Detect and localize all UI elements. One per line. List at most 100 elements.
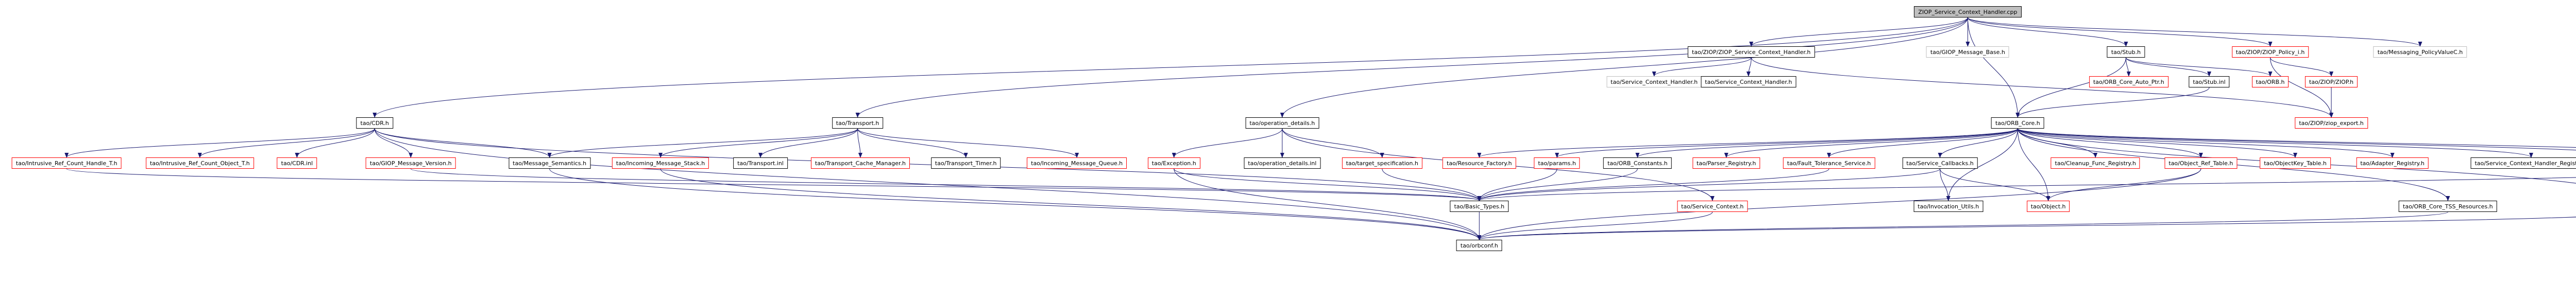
edge-scb-to-btypes xyxy=(1477,168,1941,201)
edge-fts-to-btypes xyxy=(1477,168,1829,201)
node-orbconf[interactable]: tao/orbconf.h xyxy=(1456,240,1502,251)
node-cdr[interactable]: tao/CDR.h xyxy=(356,117,393,129)
node-cdrinl[interactable]: tao/CDR.inl xyxy=(277,157,317,169)
edge-orbcore-to-scb xyxy=(1938,128,2018,158)
node-root[interactable]: ZIOP_Service_Context_Handler.cpp xyxy=(1914,6,2022,17)
node-exc[interactable]: tao/Exception.h xyxy=(1147,157,1200,169)
edge-transport-to-tcm xyxy=(857,128,862,158)
node-scb[interactable]: tao/Service_Callbacks.h xyxy=(1902,157,1978,169)
node-imq[interactable]: tao/Incoming_Message_Queue.h xyxy=(1027,157,1127,169)
edge-root-to-orbcore xyxy=(1967,17,2020,118)
edge-orbcore-to-oconst xyxy=(1635,128,2018,158)
edge-transport-to-trinl xyxy=(758,128,858,158)
node-ocap[interactable]: tao/ORB_Core_Auto_Ptr.h xyxy=(2089,76,2168,87)
edge-colloc-to-orbconf xyxy=(1478,217,2576,240)
node-trinl[interactable]: tao/Transport.inl xyxy=(733,157,788,169)
edge-stubinl-to-orbcore xyxy=(2015,87,2210,118)
node-okt[interactable]: tao/ObjectKey_Table.h xyxy=(2260,157,2331,169)
node-cfr[interactable]: tao/Cleanup_Func_Registry.h xyxy=(2050,157,2140,169)
edge-exc-to-orbconf xyxy=(1174,168,1482,240)
node-irch[interactable]: tao/Intrusive_Ref_Count_Handle_T.h xyxy=(11,157,122,169)
edge-cdr-to-cdrinl xyxy=(295,128,375,158)
node-sctx[interactable]: tao/Service_Context.h xyxy=(1677,201,1748,212)
edge-orbcore-to-cfr xyxy=(2017,128,2098,158)
node-giopmv[interactable]: tao/GIOP_Message_Version.h xyxy=(365,157,456,169)
edge-orbcore-to-mprof xyxy=(2017,128,2576,148)
edge-orbcore-to-invu xyxy=(1946,128,2018,201)
edge-stub-to-ocap xyxy=(2125,57,2131,77)
edge-root-to-zsch xyxy=(1749,17,1968,47)
edge-mprof-to-btypes xyxy=(1477,177,2576,201)
edge-cdr-to-btypes xyxy=(374,128,1481,201)
node-sch_g[interactable]: tao/Service_Context_Handler.h xyxy=(1606,76,1702,87)
edge-orbcore-to-obj xyxy=(2017,128,2050,201)
node-ttimer[interactable]: tao/Transport_Timer.h xyxy=(930,157,1001,169)
node-params[interactable]: tao/params.h xyxy=(1534,157,1580,169)
edge-orbcore-to-areg xyxy=(2017,128,2395,158)
node-tspec[interactable]: tao/target_specification.h xyxy=(1342,157,1422,169)
edge-giopmv-to-btypes xyxy=(410,168,1481,201)
edge-cdr-to-irco xyxy=(197,128,375,158)
node-sch[interactable]: tao/Service_Context_Handler.h xyxy=(1701,76,1797,87)
node-stubinl[interactable]: tao/Stub.inl xyxy=(2189,76,2230,87)
node-fts[interactable]: tao/Fault_Tolerance_Service.h xyxy=(1783,157,1875,169)
edge-orbcore-to-ort xyxy=(2017,128,2203,158)
edge-transport-to-imq xyxy=(857,128,1079,158)
edge-zpol-to-ziop xyxy=(2270,57,2334,77)
node-oconst[interactable]: tao/ORB_Constants.h xyxy=(1603,157,1672,169)
edge-sctx-to-orbconf xyxy=(1477,211,1713,240)
edge-orbcore-to-preg xyxy=(1724,128,2018,158)
node-zpol[interactable]: tao/ZIOP/ZIOP_Policy_i.h xyxy=(2231,46,2309,58)
edge-stub-to-stubinl xyxy=(2125,57,2211,77)
node-zexp[interactable]: tao/ZIOP/ziop_export.h xyxy=(2295,117,2368,129)
node-btypes[interactable]: tao/Basic_Types.h xyxy=(1450,201,1509,212)
edge-orbcore-to-fts xyxy=(1827,128,2018,158)
node-opdet[interactable]: tao/operation_details.h xyxy=(1245,117,1319,129)
edge-opdet-to-exc xyxy=(1172,128,1283,158)
edge-orbcore-to-ocinl xyxy=(2017,128,2576,151)
edge-zsch-to-sch xyxy=(1746,57,1752,77)
edge-orbcore-to-params xyxy=(1555,128,2018,158)
node-areg[interactable]: tao/Adapter_Registry.h xyxy=(2356,157,2429,169)
node-stub[interactable]: tao/Stub.h xyxy=(2107,46,2145,58)
edge-oconst-to-btypes xyxy=(1477,168,1638,201)
node-orbcore[interactable]: tao/ORB_Core.h xyxy=(1991,117,2044,129)
edge-irch-to-btypes xyxy=(66,168,1481,201)
node-transport[interactable]: tao/Transport.h xyxy=(832,117,884,129)
node-tss[interactable]: tao/ORB_Core_TSS_Resources.h xyxy=(2399,201,2497,212)
node-irco[interactable]: tao/Intrusive_Ref_Count_Object_T.h xyxy=(145,157,254,169)
node-rfact[interactable]: tao/Resource_Factory.h xyxy=(1443,157,1516,169)
edge-transport-to-ims xyxy=(658,128,858,158)
node-ziop[interactable]: tao/ZIOP/ZIOP.h xyxy=(2305,76,2358,87)
edge-cdr-to-giopmv xyxy=(374,128,413,158)
node-preg[interactable]: tao/Parser_Registry.h xyxy=(1692,157,1760,169)
edge-scb-to-invu xyxy=(1940,168,1951,201)
edge-root-to-opdet xyxy=(1280,17,1968,118)
edge-tss-to-orbconf xyxy=(1477,211,2448,240)
node-mpv[interactable]: tao/Messaging_PolicyValueC.h xyxy=(2373,46,2467,58)
edge-exc-to-btypes xyxy=(1174,168,1482,201)
edge-root-to-mpv xyxy=(1967,17,2422,47)
node-invu[interactable]: tao/Invocation_Utils.h xyxy=(1913,201,1984,212)
edge-scb-to-obj xyxy=(1940,168,2050,201)
node-ort[interactable]: tao/Object_Ref_Table.h xyxy=(2164,157,2238,169)
node-ims[interactable]: tao/Incoming_Message_Stack.h xyxy=(612,157,709,169)
node-orb[interactable]: tao/ORB.h xyxy=(2251,76,2289,87)
node-tcm[interactable]: tao/Transport_Cache_Manager.h xyxy=(810,157,910,169)
node-zsch[interactable]: tao/ZIOP/ZIOP_Service_Context_Handler.h xyxy=(1688,46,1815,58)
edge-transport-to-msgsem xyxy=(547,128,858,158)
node-obj[interactable]: tao/Object.h xyxy=(2026,201,2070,212)
node-opdetinl[interactable]: tao/operation_details.inl xyxy=(1244,157,1321,169)
edge-cdr-to-msgsem xyxy=(374,128,552,158)
edge-root-to-cdr xyxy=(372,17,1968,118)
node-giopmb[interactable]: tao/GIOP_Message_Base.h xyxy=(1926,46,2009,58)
edge-stub-to-orb xyxy=(2125,57,2273,77)
node-msgsem[interactable]: tao/Message_Semantics.h xyxy=(509,157,591,169)
node-schreg[interactable]: tao/Service_Context_Handler_Registry.h xyxy=(2470,157,2576,169)
edge-params-to-btypes xyxy=(1477,168,1557,201)
edge-cdr-to-irch xyxy=(64,128,375,158)
edge-zsch-to-zexp xyxy=(1751,57,2333,118)
edge-root-to-stub xyxy=(1967,17,2128,47)
edge-ims-to-orbconf xyxy=(660,168,1482,240)
